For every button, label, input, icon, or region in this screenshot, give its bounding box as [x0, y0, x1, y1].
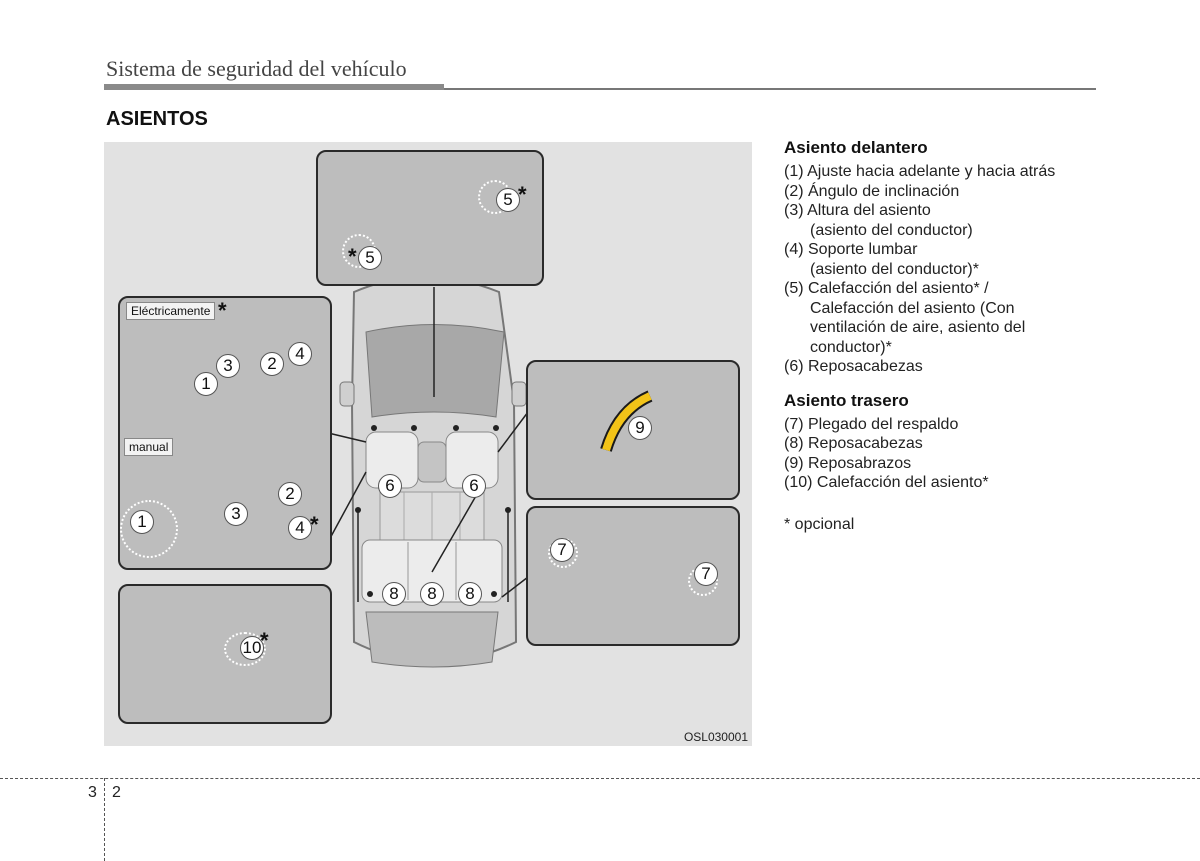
optional-note: * opcional [784, 515, 855, 533]
callout-1: 1 [194, 372, 218, 396]
callout-8-left: 8 [382, 582, 406, 606]
callout-4: 4 [288, 342, 312, 366]
callout-2: 2 [260, 352, 284, 376]
chapter-number: 3 [88, 784, 97, 801]
section-title: ASIENTOS [106, 108, 208, 130]
callout-6-left: 6 [378, 474, 402, 498]
header-rule [444, 88, 1096, 90]
lever-highlight-icon [120, 500, 178, 558]
label-manual: manual [124, 438, 174, 456]
rear-seat-heading: Asiento trasero [784, 390, 909, 410]
door-switch-panel [118, 584, 332, 724]
front-item-3: (3) Altura del asiento(asiento del condu… [784, 202, 973, 239]
rear-item-10: (10) Calefacción del asiento* [784, 474, 989, 491]
callout-5-left: 5 [358, 246, 382, 270]
callout-9: 9 [628, 416, 652, 440]
front-seat-heading: Asiento delantero [784, 138, 928, 157]
callout-3: 3 [216, 354, 240, 378]
option-star: * [518, 182, 527, 207]
running-header: Sistema de seguridad del vehículo [106, 56, 407, 81]
callout-7-right: 7 [694, 562, 718, 586]
callout-6-right: 6 [462, 474, 486, 498]
page-number: 2 [112, 784, 121, 801]
front-item-2: (2) Ángulo de inclinación [784, 182, 960, 200]
header-bar [104, 84, 444, 90]
front-item-5: (5) Calefacción del asiento* /Calefacció… [784, 280, 1026, 356]
callout-10: 10 [240, 636, 264, 660]
rear-item-8: (8) Reposacabezas [784, 435, 923, 452]
footer-divider [104, 778, 105, 861]
front-item-6: (6) Reposacabezas [784, 358, 923, 375]
legend-column: Asiento delantero (1) Ajuste hacia adela… [784, 138, 1094, 534]
footer-rule [0, 778, 1200, 779]
callout-4-manual: 4 [288, 516, 312, 540]
label-electric: Eléctricamente [126, 302, 216, 320]
rear-seat-heater-icon [224, 632, 266, 666]
rear-item-7: (7) Plegado del respaldo [784, 415, 959, 433]
callout-8-right: 8 [458, 582, 482, 606]
option-star: * [218, 298, 227, 323]
front-item-1: (1) Ajuste hacia adelante y hacia atrás [784, 163, 1056, 180]
seat-illustration: 5 * 5 * Eléctricamente manual * 3 2 4 1 … [104, 142, 752, 746]
option-star: * [260, 628, 269, 653]
callout-1-manual: 1 [130, 510, 154, 534]
figure-code: OSL030001 [683, 730, 748, 744]
callout-8-center: 8 [420, 582, 444, 606]
option-star: * [310, 512, 319, 537]
option-star: * [348, 244, 357, 269]
callout-2-manual: 2 [278, 482, 302, 506]
rear-item-9: (9) Reposabrazos [784, 454, 912, 472]
callout-5-right: 5 [496, 188, 520, 212]
callout-3-manual: 3 [224, 502, 248, 526]
fold-arrow-icon [600, 390, 653, 452]
front-item-4: (4) Soporte lumbar(asiento del conductor… [784, 241, 979, 278]
console-panel [316, 150, 544, 286]
callout-7-left: 7 [550, 538, 574, 562]
